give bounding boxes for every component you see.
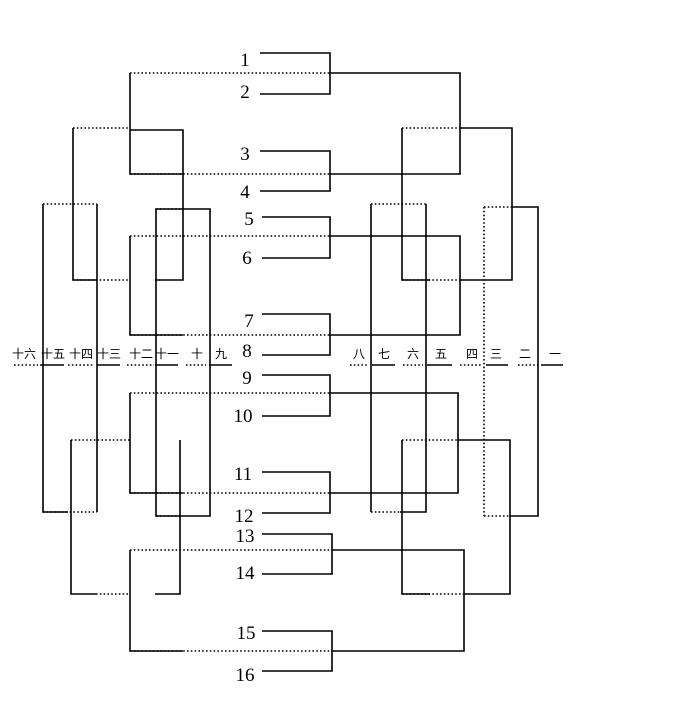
round-label: 一	[549, 347, 561, 361]
team-number: 8	[242, 341, 252, 362]
team-number-labels: 1 2 3 4 5 6 7 8 9 10 11 12 13 14 15 16	[234, 50, 256, 686]
round-label: 二	[519, 347, 531, 361]
bracket-line	[260, 150, 331, 192]
team-number: 1	[240, 50, 250, 71]
connector-line	[330, 235, 461, 336]
round-label: 五	[435, 347, 447, 361]
round-label: 十六	[12, 347, 36, 361]
team-number: 2	[240, 82, 250, 103]
connector-line	[330, 72, 461, 175]
team-number: 10	[234, 406, 253, 427]
connector-line	[129, 73, 183, 175]
bracket-line	[262, 533, 333, 575]
team-number: 6	[242, 248, 252, 269]
connector-line	[155, 440, 181, 595]
connector-line	[330, 392, 459, 494]
team-number: 9	[242, 368, 252, 389]
round-label: 十四	[69, 347, 93, 361]
round-label: 十五	[41, 347, 65, 361]
connector-line	[70, 440, 96, 595]
round-label: 六	[407, 347, 419, 361]
connector-line	[400, 204, 427, 513]
connector-line	[332, 549, 465, 652]
team-number: 14	[236, 563, 256, 584]
team-number: 11	[234, 464, 252, 485]
round-labels-left: 十六 十五 十四 十三 十二 十一 十 九	[12, 347, 227, 361]
round-label: 十二	[129, 347, 153, 361]
bracket-line	[262, 216, 331, 259]
connector-line	[129, 550, 183, 652]
team-number: 5	[244, 209, 254, 230]
connector-line	[460, 127, 513, 281]
connector-line	[155, 208, 211, 517]
round-label: 十一	[155, 347, 179, 361]
round-labels-right: 八 七 六 五 四 三 二 一	[353, 347, 561, 361]
team-number: 16	[236, 665, 255, 686]
connector-line	[130, 129, 184, 281]
round-label: 八	[353, 347, 365, 361]
round-label: 七	[378, 347, 390, 361]
round-label: 三	[490, 347, 502, 361]
round-label: 九	[215, 347, 227, 361]
solid-connectors	[42, 72, 539, 652]
first-round-brackets	[260, 52, 333, 672]
team-number: 7	[244, 311, 254, 332]
bracket-line	[262, 374, 331, 417]
team-number: 4	[240, 182, 250, 203]
team-number: 15	[237, 623, 256, 644]
connector-line	[510, 206, 539, 517]
team-number: 13	[236, 526, 255, 547]
team-number: 12	[235, 506, 254, 527]
round-label: 十三	[97, 347, 121, 361]
dotted-connectors	[43, 72, 512, 652]
round-label: 十	[191, 347, 203, 361]
round-label: 四	[466, 347, 478, 361]
team-number: 3	[240, 144, 250, 165]
